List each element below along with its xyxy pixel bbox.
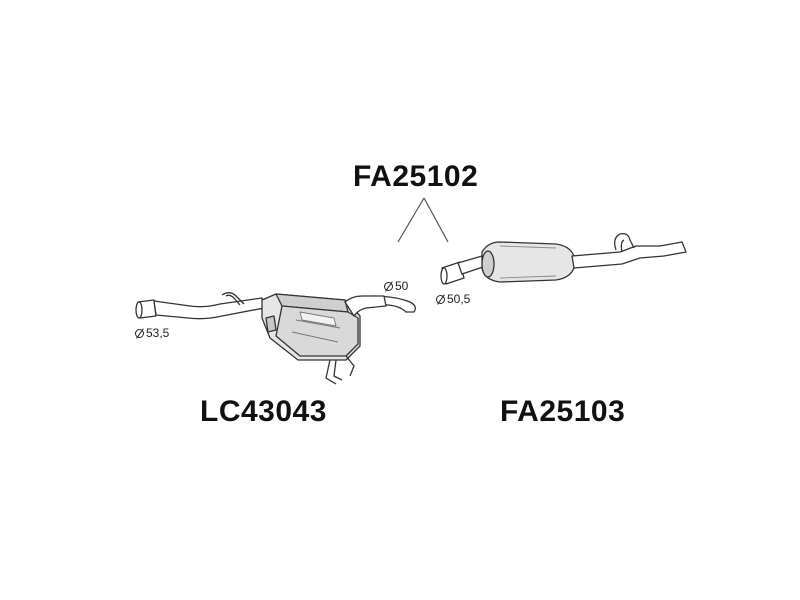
center-pipe-part-number: FA25102 [353, 160, 479, 193]
rear-silencer-part-number: LC43043 [200, 395, 327, 428]
front-inlet-diameter: 50,5 [436, 292, 470, 306]
front-section-part-number: FA25103 [500, 395, 626, 428]
center-pipe-diameter-value: 50 [395, 279, 409, 293]
diameter-icon [135, 328, 144, 338]
center-pipe-leader-lines [397, 197, 449, 243]
front-section-drawing [440, 232, 687, 285]
center-pipe-diameter: 50 [384, 279, 408, 293]
front-inlet-diameter-value: 50,5 [447, 292, 471, 306]
diameter-icon [436, 294, 445, 304]
rear-outlet-diameter-value: 53,5 [146, 326, 170, 340]
rear-silencer-drawing [135, 292, 387, 385]
diameter-icon [384, 281, 393, 291]
rear-outlet-diameter: 53,5 [135, 326, 169, 340]
